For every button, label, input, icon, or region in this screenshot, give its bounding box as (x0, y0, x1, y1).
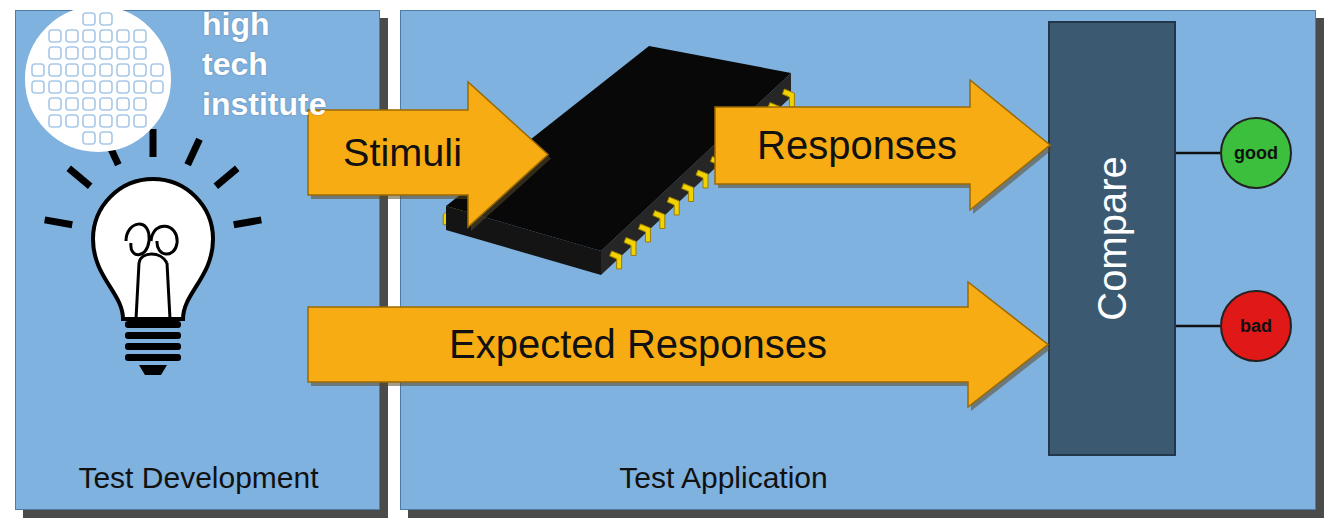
arrow-label: Responses (757, 123, 957, 168)
panel-label-box: Test Application (401, 461, 1046, 495)
stimuli-arrow: Stimuli (308, 82, 548, 227)
compare-block: Compare (1048, 21, 1176, 456)
expected-arrow: Expected Responses (308, 282, 1048, 407)
panel-label-box: Test Development (16, 461, 381, 495)
compare-label: Compare (1090, 156, 1135, 321)
chip-illustration (401, 11, 1317, 511)
watermark-box: high tech institute (202, 4, 326, 124)
panel-label: Test Development (78, 461, 318, 494)
watermark-text: high tech institute (202, 4, 326, 124)
status-label: good (1234, 143, 1278, 164)
responses-arrow: Responses (715, 80, 1050, 210)
development-panel: Test Development (15, 10, 380, 510)
connector-line (1176, 325, 1220, 328)
arrow-label-box: Responses (757, 107, 970, 184)
status-label: bad (1240, 316, 1272, 337)
arrow-label-box: Expected Responses (308, 307, 968, 382)
application-panel: Test Application Compare good bad (400, 10, 1316, 510)
connector-line (1176, 152, 1220, 155)
good-indicator: good (1220, 117, 1292, 189)
arrow-label: Stimuli (343, 130, 462, 175)
panel-label: Test Application (619, 461, 827, 494)
bad-indicator: bad (1220, 290, 1292, 362)
connector-layer (401, 11, 1317, 511)
arrow-label: Expected Responses (449, 322, 827, 367)
arrow-label-box: Stimuli (343, 110, 468, 195)
